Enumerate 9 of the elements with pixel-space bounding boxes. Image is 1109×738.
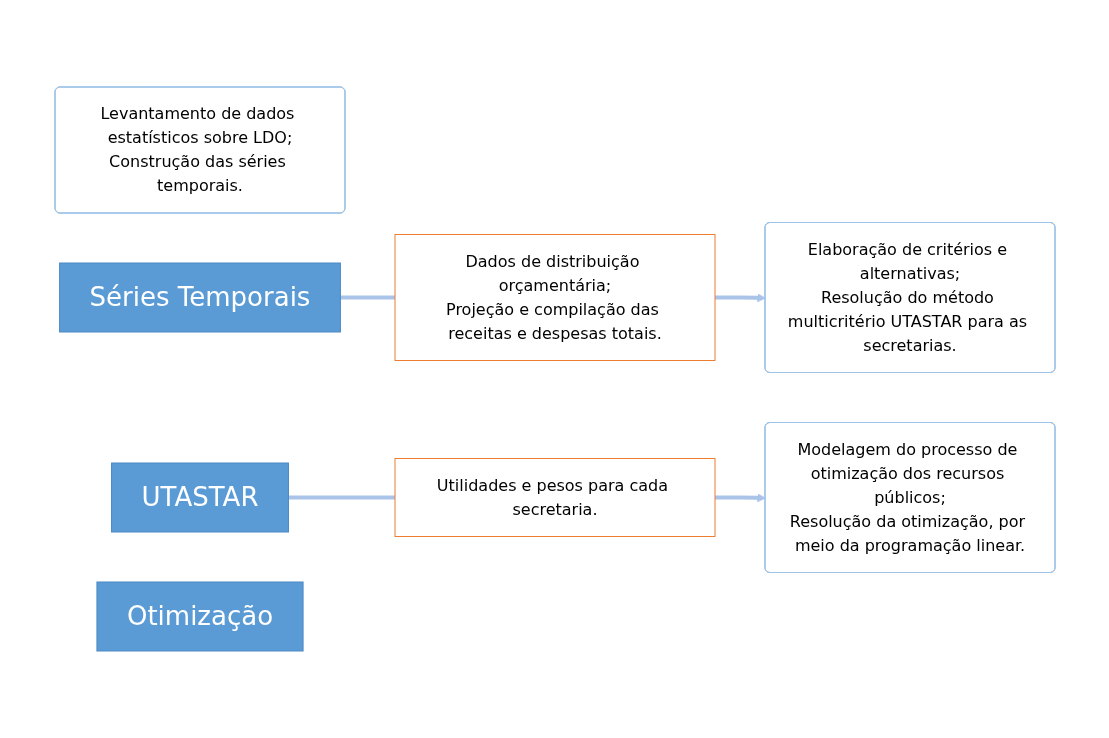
node-box: UTASTAR	[110, 462, 289, 533]
node-box: Utilidades e pesos para cada secretaria.	[394, 458, 715, 537]
arrow	[714, 493, 766, 503]
node-box: Séries Temporais	[58, 262, 341, 333]
arrow	[714, 293, 766, 303]
node-box: Dados de distribuição orçamentária; Projeção e compilação das receitas e despesas totais.	[394, 234, 715, 361]
node-box: Otimização	[95, 581, 304, 652]
connector	[287, 495, 395, 500]
connector	[339, 295, 395, 300]
